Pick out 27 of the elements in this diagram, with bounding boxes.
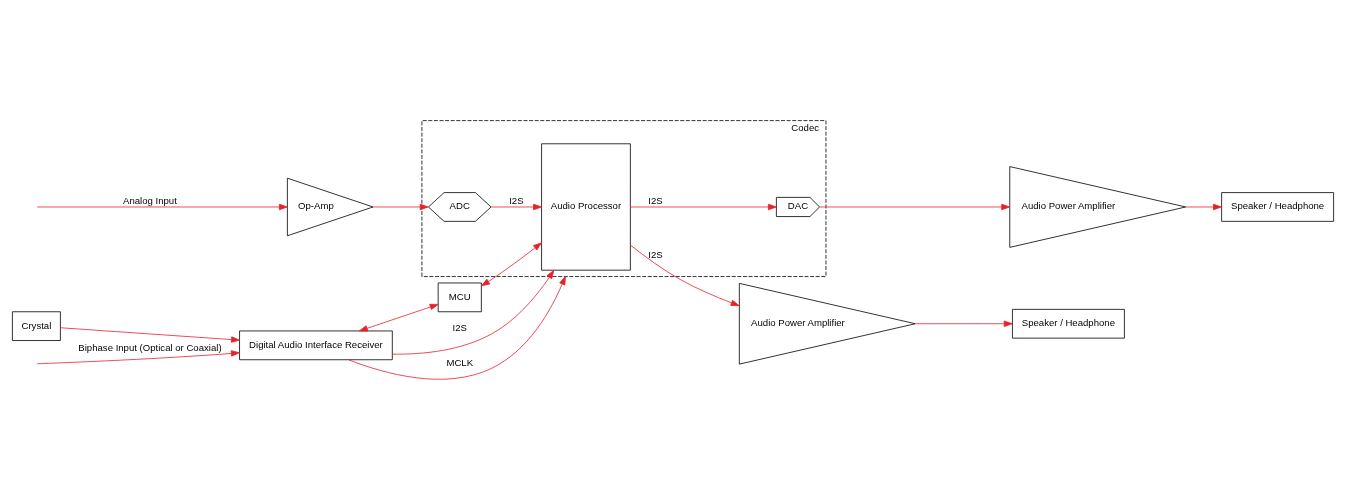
arrow xyxy=(36,203,288,211)
node-box: Crystal xyxy=(12,311,61,341)
edge-label: I2S xyxy=(648,248,663,260)
node-box: MCU xyxy=(437,282,482,313)
node-box: Digital Audio Interface Receiver xyxy=(239,330,393,361)
arrow xyxy=(629,203,777,211)
arrow xyxy=(391,270,555,355)
edge-label: I2S xyxy=(648,195,663,207)
arrow xyxy=(348,276,566,380)
arrow xyxy=(60,327,240,343)
edge-label: I2S xyxy=(509,195,524,207)
arrow xyxy=(490,203,542,211)
node-box: Audio Processor xyxy=(541,143,631,271)
edge-label: Biphase Input (Optical or Coaxial) xyxy=(78,342,222,354)
edge-label: Analog Input xyxy=(123,195,177,207)
edge-label: I2S xyxy=(452,322,467,334)
arrow xyxy=(372,203,429,211)
arrow xyxy=(481,242,542,287)
node-box: Speaker / Headphone xyxy=(1221,192,1334,222)
arrow xyxy=(36,350,240,365)
arrow xyxy=(359,303,439,332)
arrow xyxy=(819,203,1011,211)
arrow xyxy=(915,320,1013,327)
arrow xyxy=(630,244,740,307)
node-box: Speaker / Headphone xyxy=(1012,308,1125,339)
arrow xyxy=(1185,203,1222,211)
edge-label: MCLK xyxy=(446,356,474,368)
